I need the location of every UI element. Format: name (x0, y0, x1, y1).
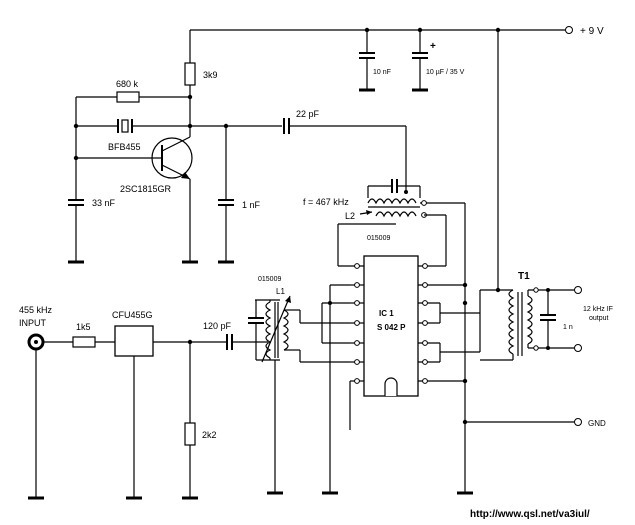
capacitor-33nf-label: 33 nF (92, 198, 116, 208)
resistor-3k9-label: 3k9 (203, 70, 218, 80)
capacitor-33nf (68, 197, 84, 264)
coil-l2-part: 015009 (367, 235, 390, 242)
transformer-label: T1 (518, 271, 530, 282)
supply-terminal (565, 26, 573, 34)
input-frequency-label: 455 kHz (19, 305, 53, 315)
coil-l1-part: 015009 (258, 276, 281, 283)
capacitor-10uf: + (412, 30, 436, 92)
resistor-3k9 (184, 30, 196, 126)
transistor-2sc1815 (76, 126, 198, 264)
capacitor-120pf-label: 120 pF (203, 321, 232, 331)
frequency-label: f = 467 kHz (303, 197, 349, 207)
resistor-2k2 (182, 342, 198, 500)
output-terminal-bottom (574, 344, 582, 352)
crystal-label: BFB455 (108, 142, 141, 152)
coil-l1-label: L1 (276, 287, 285, 296)
gnd-terminal (574, 418, 582, 426)
resistor-680k-label: 680 k (116, 79, 139, 89)
supply-rail (190, 26, 573, 34)
capacitor-10uf-label: 10 µF / 35 V (426, 69, 465, 76)
capacitor-1n (540, 288, 556, 350)
capacitor-22pf (283, 118, 407, 192)
capacitor-22pf-label: 22 pF (296, 109, 320, 119)
resistor-680k (76, 91, 190, 103)
capacitor-10nf (359, 30, 375, 92)
resistor-2k2-label: 2k2 (202, 430, 217, 440)
input-connector (27, 333, 45, 500)
output-terminal-top (574, 286, 582, 294)
ic-s042p (338, 255, 465, 397)
coil-l2-label: L2 (345, 211, 355, 221)
transformer-t1 (479, 30, 574, 361)
coil-l1 (248, 295, 301, 495)
output-label-line2: output (589, 315, 609, 322)
capacitor-120pf (226, 334, 268, 350)
resistor-1k5-label: 1k5 (76, 322, 91, 332)
svg-text:+: + (430, 41, 436, 52)
filter-cfu455g (114, 325, 226, 500)
input-label: INPUT (19, 318, 47, 328)
resistor-1k5 (43, 336, 115, 348)
capacitor-1n-label: 1 n (563, 324, 573, 331)
capacitor-10nf-label: 10 nF (373, 69, 391, 76)
capacitor-1nf-label: 1 nF (242, 200, 261, 210)
crystal-bfb455 (76, 119, 190, 133)
ic-ref-label: IC 1 (379, 309, 394, 318)
output-label-line1: 12 kHz IF (583, 306, 613, 313)
source-url: http://www.qsl.net/va3iul/ (470, 509, 590, 520)
supply-label: + 9 V (580, 26, 604, 37)
transistor-label: 2SC1815GR (120, 184, 172, 194)
capacitor-1nf (218, 126, 234, 264)
gnd-label: GND (588, 419, 606, 428)
coil-l2 (359, 179, 446, 218)
filter-label: CFU455G (112, 310, 153, 320)
ic-part-label: S 042 P (377, 323, 406, 332)
